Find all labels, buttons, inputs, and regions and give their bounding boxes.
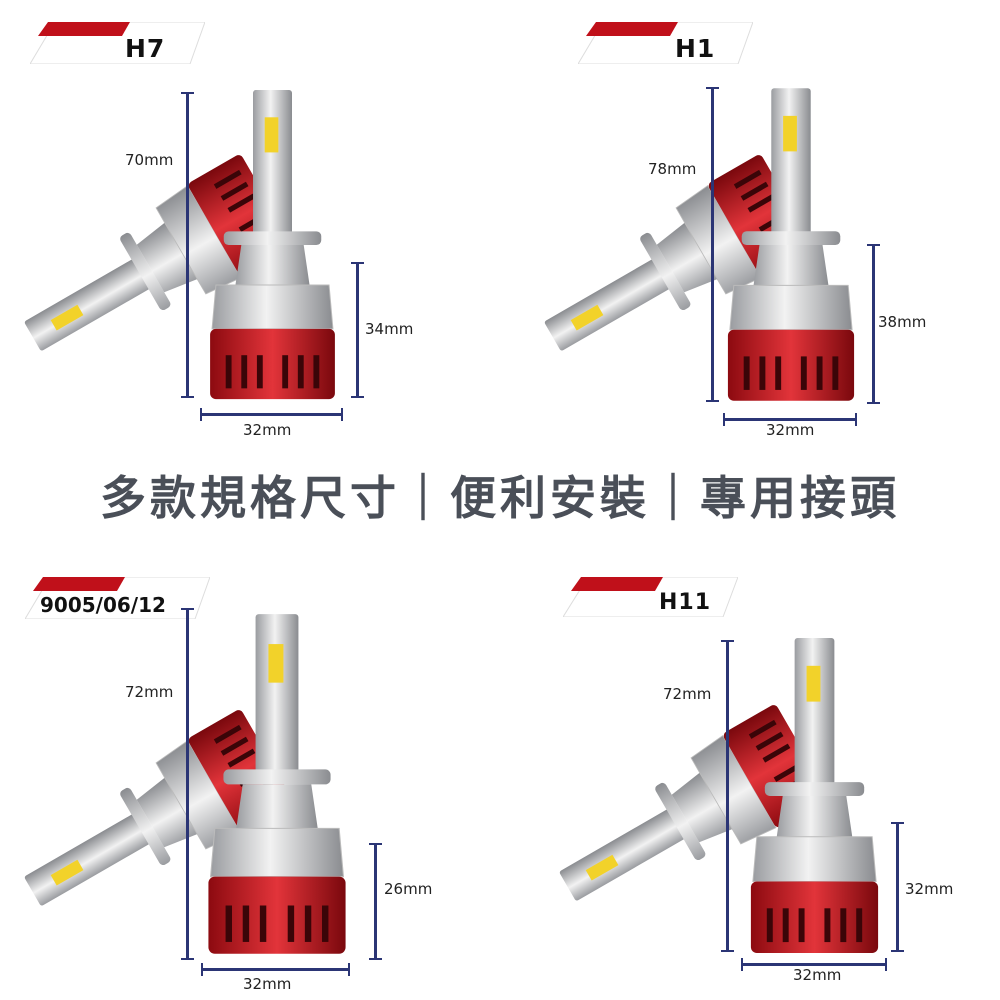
height-dimension-line	[721, 640, 734, 952]
width-label: 32mm	[243, 975, 292, 993]
height-label: 72mm	[125, 683, 174, 701]
bulb-9005-front	[207, 613, 347, 955]
width-dimension-line	[723, 413, 857, 426]
slogan-heading: 多款規格尺寸｜便利安裝｜專用接頭	[100, 471, 900, 525]
base-height-label: 32mm	[905, 880, 954, 898]
base-height-label: 34mm	[365, 320, 414, 338]
model-label: 9005/06/12	[40, 593, 166, 617]
height-dimension-line	[181, 608, 194, 960]
height-label: 78mm	[648, 160, 697, 178]
model-label: H7	[125, 34, 166, 63]
height-label: 70mm	[125, 151, 174, 169]
height-dimension-line	[181, 92, 194, 398]
base-height-dimension-line	[351, 262, 364, 398]
model-badge: H11	[563, 577, 738, 619]
width-dimension-line	[741, 958, 887, 971]
width-dimension-line	[200, 408, 343, 421]
width-label: 32mm	[766, 421, 815, 439]
model-badge: H1	[578, 22, 753, 64]
base-height-label: 26mm	[384, 880, 433, 898]
model-label: H11	[659, 590, 712, 615]
bulb-h7-front	[209, 90, 336, 400]
width-dimension-line	[201, 963, 350, 976]
base-height-dimension-line	[867, 244, 880, 404]
model-badge: H7	[30, 22, 205, 64]
base-height-dimension-line	[891, 822, 904, 952]
model-label: H1	[675, 34, 716, 63]
width-label: 32mm	[243, 421, 292, 439]
height-dimension-line	[706, 87, 719, 402]
width-label: 32mm	[793, 966, 842, 984]
bulb-h1-front	[727, 87, 855, 402]
height-label: 72mm	[663, 685, 712, 703]
base-height-dimension-line	[369, 843, 382, 960]
model-badge: 9005/06/12	[25, 577, 210, 619]
base-height-label: 38mm	[878, 313, 927, 331]
bulb-h11-front	[750, 638, 879, 954]
